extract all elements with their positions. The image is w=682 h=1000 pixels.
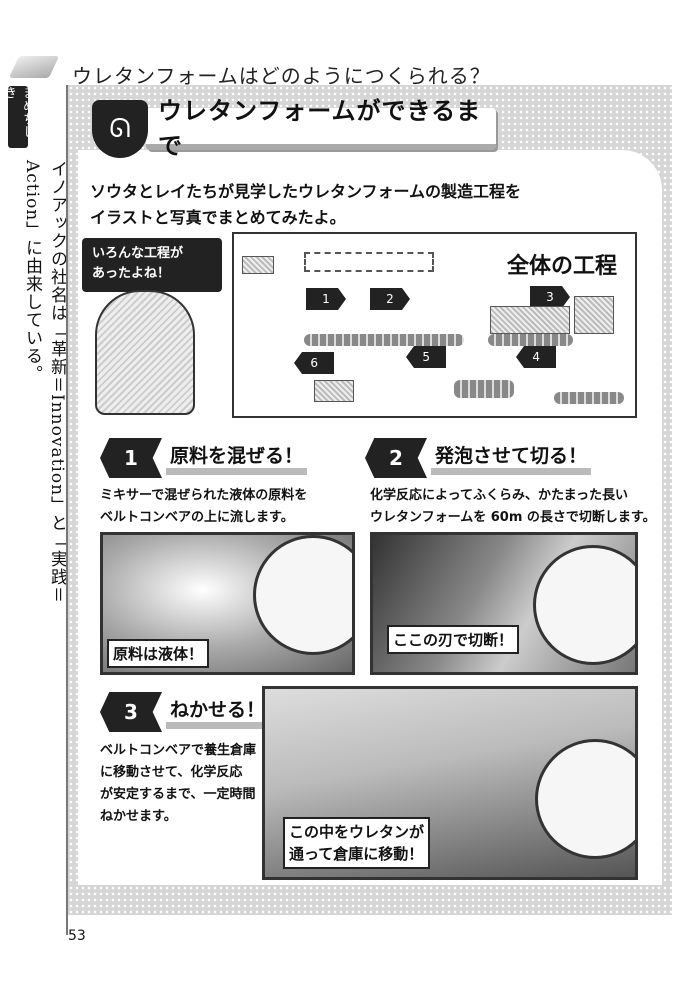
sponge-icon xyxy=(8,56,60,78)
bubble-line-1: いろんな工程が xyxy=(92,246,184,261)
tanks-icon xyxy=(304,252,434,272)
divider xyxy=(66,85,68,935)
diagram-title: 全体の工程 xyxy=(506,254,617,279)
step-marker: 1 xyxy=(306,288,346,310)
photo-caption: 原料は液体！ xyxy=(107,639,210,668)
truck-icon xyxy=(242,256,274,274)
step-marker: 5 xyxy=(406,346,446,368)
section-1-text: ミキサーで混ぜられた液体の原料をベルトコンベアの上に流します。 xyxy=(100,488,308,525)
conveyor-belt xyxy=(488,334,573,346)
speech-bubble: いろんな工程があったよね！ xyxy=(82,238,222,292)
character-illustration xyxy=(95,290,195,415)
roll-conveyor xyxy=(454,380,514,398)
step-number: 3 xyxy=(100,692,162,732)
step-marker: 2 xyxy=(370,288,410,310)
trivia-text: イノアックの社名は「革新＝Innovation」と「実践＝Action」に由来し… xyxy=(22,160,67,605)
page-title: ウレタンフォームはどのようにつくられる？ xyxy=(72,64,491,88)
step-number: 1 xyxy=(100,438,162,478)
step-marker: 4 xyxy=(516,346,556,368)
section-title: 発泡させて切る！ xyxy=(431,441,592,475)
section-title: 原料を混ぜる！ xyxy=(166,441,308,475)
section-banner: ウレタンフォームができるまで xyxy=(146,97,496,160)
trivia-label: まめちしき xyxy=(1,86,35,148)
step-marker: 6 xyxy=(294,352,334,374)
photo-caption: ここの刃で切断！ xyxy=(387,625,520,654)
banner-title: ウレタンフォームができるまで xyxy=(158,97,482,160)
truck-icon xyxy=(314,380,354,402)
inset-illustration xyxy=(253,535,352,655)
intro-line-2: イラストと写真でまとめてみたよ。 xyxy=(90,208,346,227)
photo-caption: この中をウレタンが通って倉庫に移動！ xyxy=(283,817,431,869)
photo-mixing: 原料は液体！ xyxy=(100,532,355,675)
warehouse-icon xyxy=(574,296,614,334)
step-marker: 3 xyxy=(530,286,570,308)
section-title: ねかせる！ xyxy=(166,695,270,729)
section-2-header: 2 発泡させて切る！ xyxy=(365,438,592,478)
conveyor-belt xyxy=(554,392,624,404)
section-2-text: 化学反応によってふくらみ、かたまった長いウレタンフォームを 60m の長さで切断… xyxy=(370,488,656,525)
section-3-text: ベルトコンベアで養生倉庫に移動させて、化学反応が安定するまで、一定時間ねかせます… xyxy=(100,743,257,824)
inset-illustration xyxy=(535,739,635,859)
bubble-line-2: あったよね！ xyxy=(92,266,171,281)
intro-line-1: ソウタとレイたちが見学したウレタンフォームの製造工程を xyxy=(90,182,522,201)
step-number: 2 xyxy=(365,438,427,478)
section-3-header: 3 ねかせる！ xyxy=(100,692,270,732)
inset-illustration xyxy=(533,545,635,665)
photo-warehouse: この中をウレタンが通って倉庫に移動！ xyxy=(262,686,638,880)
process-diagram: 全体の工程 1 2 3 4 5 6 xyxy=(232,232,637,418)
page-number: 53 xyxy=(68,928,86,944)
conveyor-belt xyxy=(304,334,464,346)
mascot-icon: ᘏ xyxy=(92,100,148,158)
photo-cutting: ここの刃で切断！ xyxy=(370,532,638,675)
foam-block xyxy=(490,306,570,334)
bottom-band xyxy=(68,885,672,915)
section-1-header: 1 原料を混ぜる！ xyxy=(100,438,308,478)
